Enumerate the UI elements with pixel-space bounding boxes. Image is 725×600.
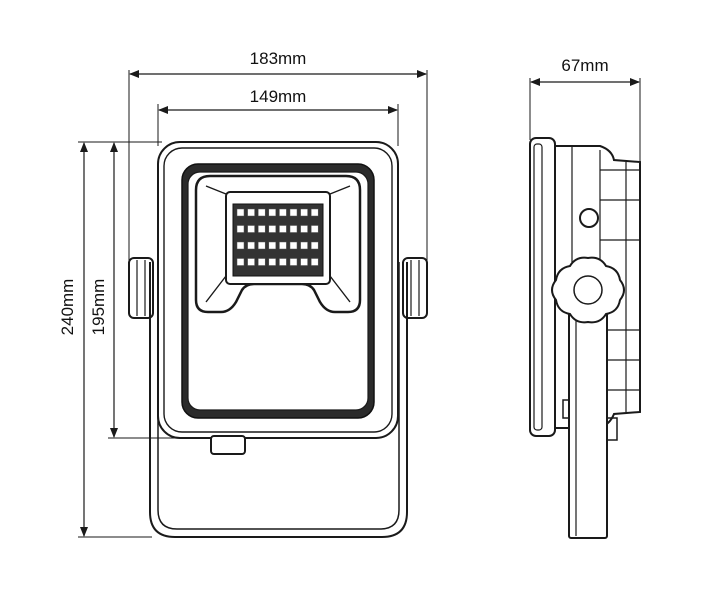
side-screw	[579, 208, 599, 228]
led-grid	[236, 208, 319, 266]
led-chip	[236, 241, 245, 250]
led-chip	[300, 225, 308, 233]
led-chip	[236, 225, 245, 233]
label-overall-width: 183mm	[250, 49, 307, 68]
led-chip	[268, 258, 277, 266]
label-body-height: 195mm	[89, 279, 108, 336]
housing-rim	[163, 147, 393, 433]
led-chip	[279, 208, 287, 217]
dimension-lines: 183mm 149mm 67mm 240mm 195mm	[58, 49, 641, 538]
led-chip	[300, 208, 308, 217]
led-chip	[289, 258, 298, 266]
led-chip	[268, 225, 277, 233]
led-chip	[247, 225, 255, 233]
left-knob	[128, 257, 154, 319]
led-chip	[279, 225, 287, 233]
led-chip	[257, 208, 266, 217]
led-chip	[279, 241, 287, 250]
front-view	[128, 141, 428, 538]
led-chip	[310, 241, 319, 250]
led-chip	[279, 258, 287, 266]
led-chip	[310, 208, 319, 217]
led-chip	[247, 241, 255, 250]
mounting-bracket-inner	[157, 262, 400, 530]
led-chip	[310, 258, 319, 266]
led-chip	[310, 225, 319, 233]
led-chip	[300, 258, 308, 266]
led-array	[232, 203, 324, 277]
led-chip	[289, 208, 298, 217]
right-knob	[402, 257, 428, 319]
side-bracket	[568, 287, 608, 539]
led-chip	[247, 258, 255, 266]
led-chip	[257, 241, 266, 250]
label-overall-height: 240mm	[58, 279, 77, 336]
led-chip	[268, 208, 277, 217]
side-view	[529, 137, 641, 539]
label-lens-width: 149mm	[250, 87, 307, 106]
led-chip	[247, 208, 255, 217]
led-chip	[257, 225, 266, 233]
cable-gland	[210, 435, 246, 455]
led-chip	[268, 241, 277, 250]
mounting-bracket	[149, 262, 408, 538]
led-chip	[289, 241, 298, 250]
led-chip	[236, 208, 245, 217]
side-knob	[551, 256, 625, 324]
led-chip	[300, 241, 308, 250]
label-depth: 67mm	[561, 56, 608, 75]
led-chip	[289, 225, 298, 233]
led-chip	[236, 258, 245, 266]
led-chip	[257, 258, 266, 266]
